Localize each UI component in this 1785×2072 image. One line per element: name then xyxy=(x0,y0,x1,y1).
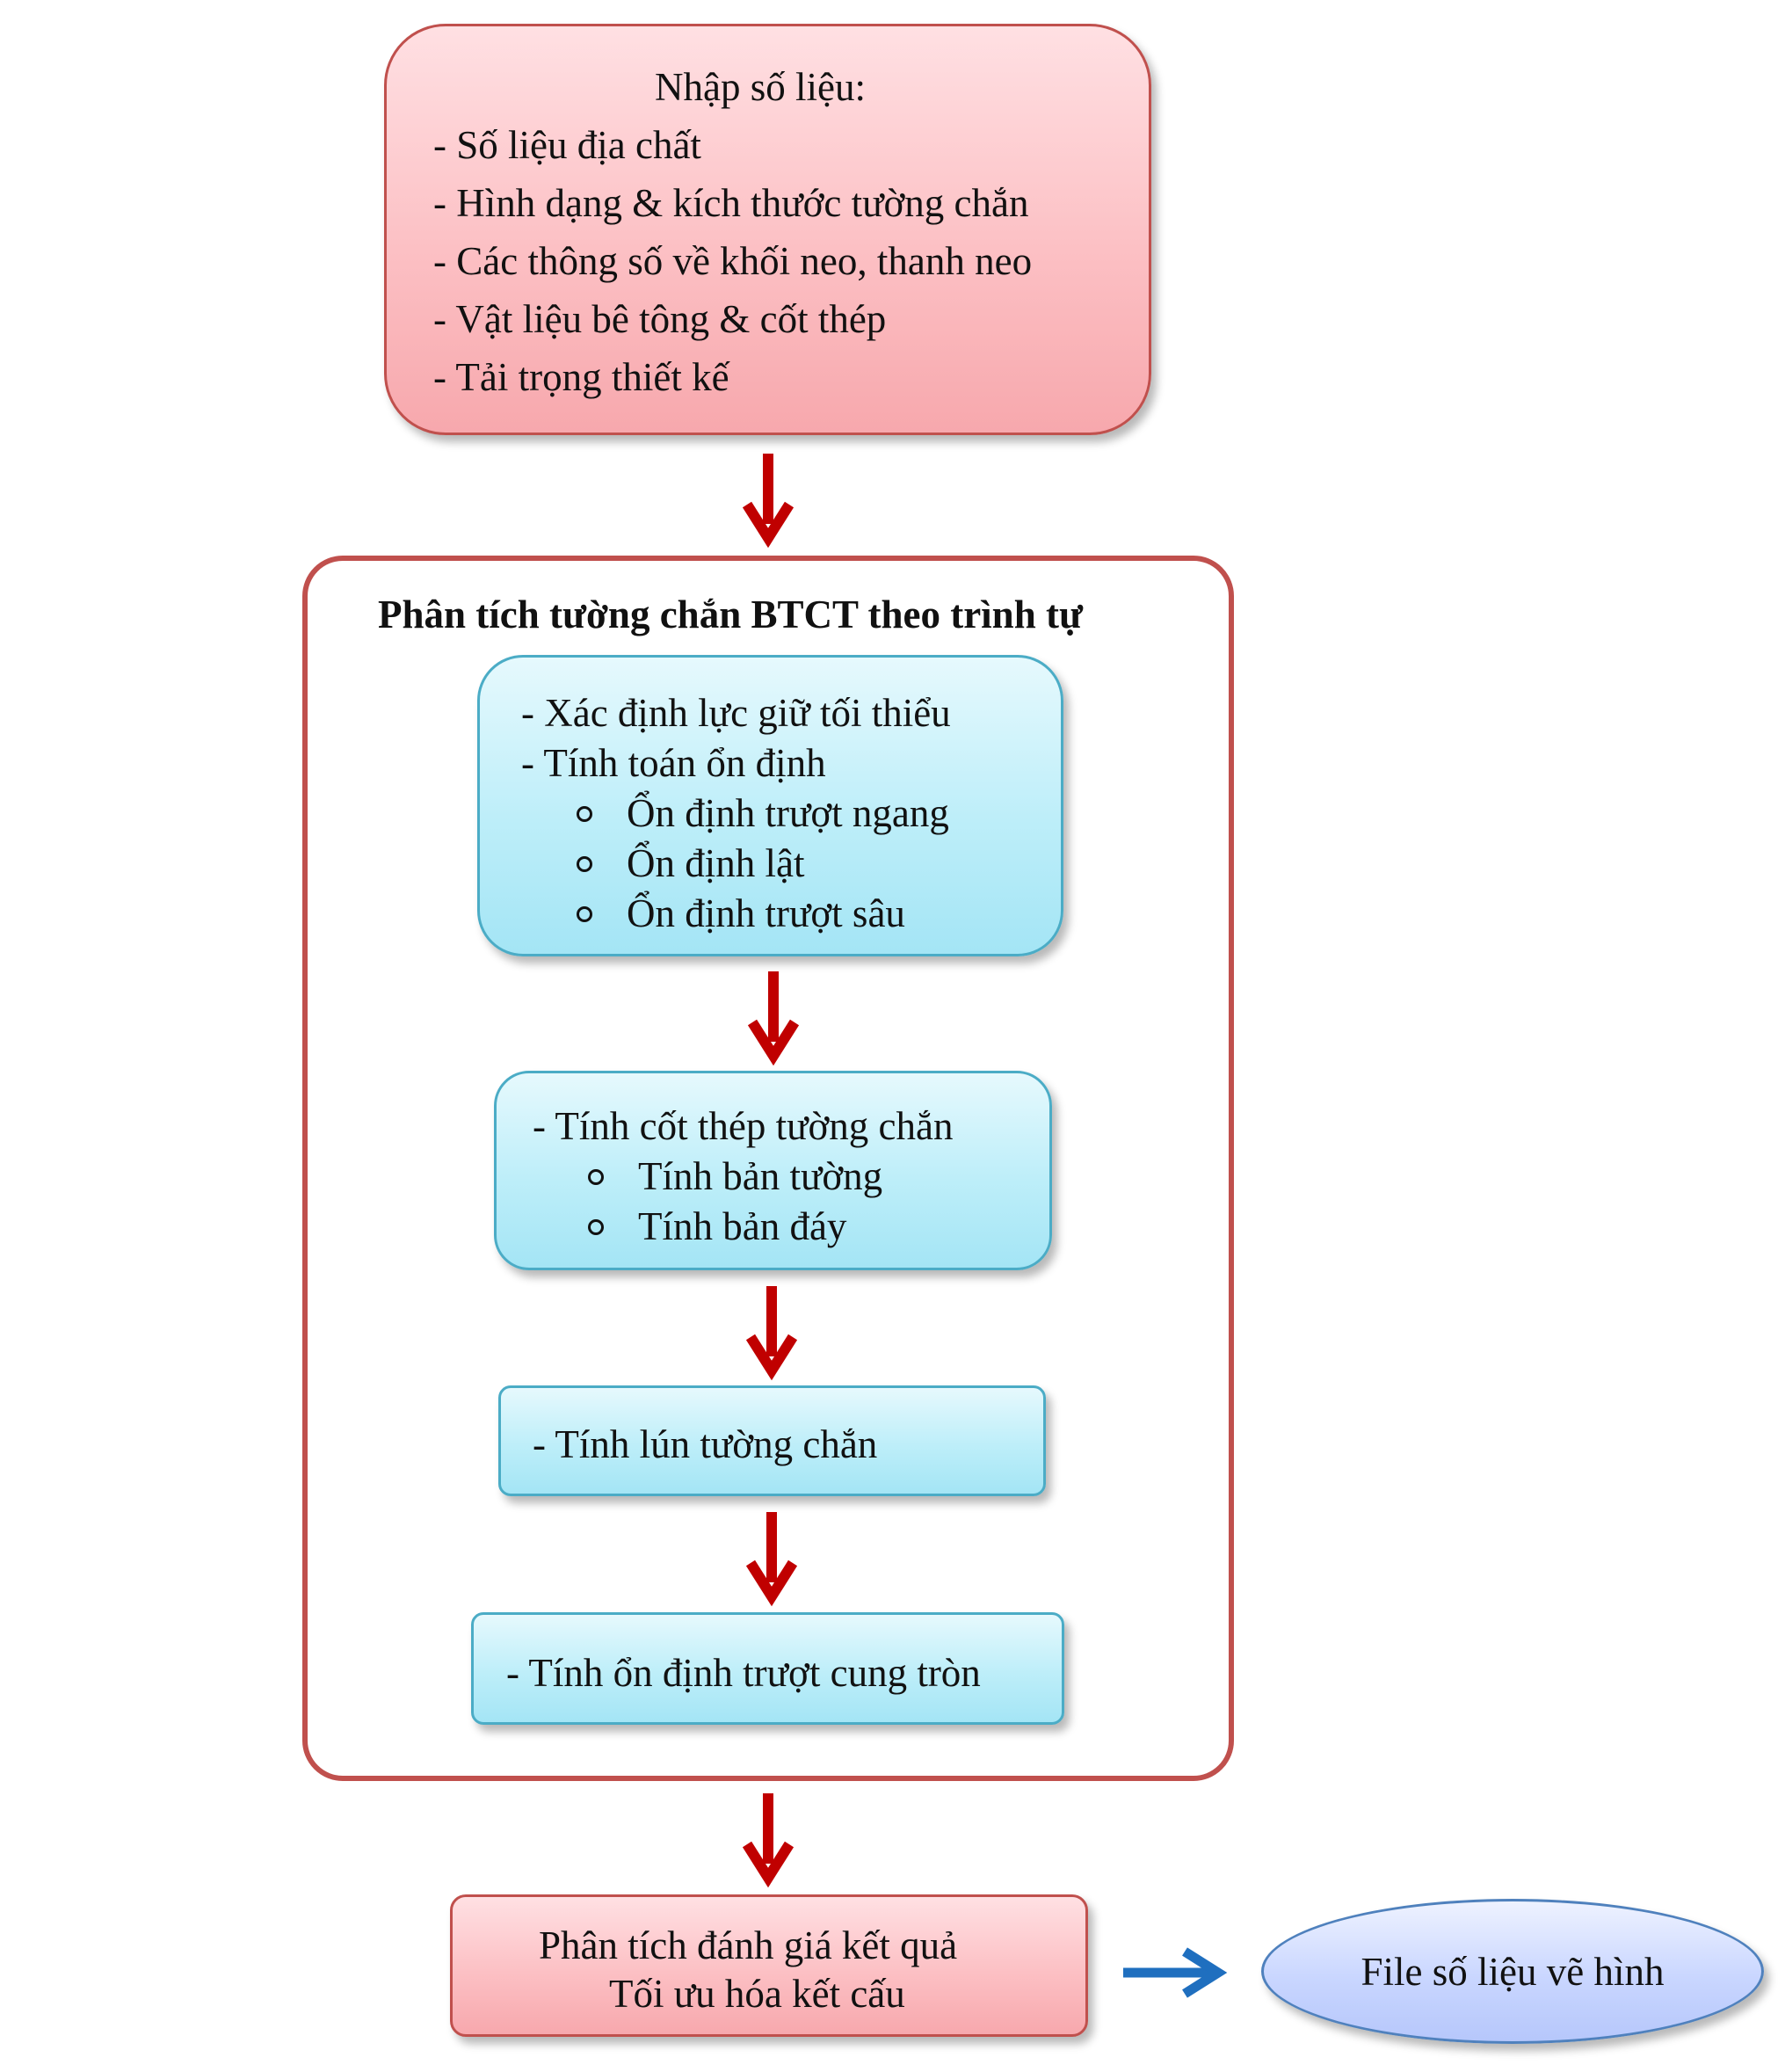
stability-step-box: - Xác định lực giữ tối thiểu - Tính toán… xyxy=(477,655,1063,956)
analysis-frame-title: Phân tích tường chắn BTCT theo trình tự xyxy=(378,593,1083,636)
input-item-materials: - Vật liệu bê tông & cốt thép xyxy=(433,297,887,341)
down-arrow-2 xyxy=(747,971,800,1066)
step1-line-min-holding-force: - Xác định lực giữ tối thiểu xyxy=(521,691,951,735)
circular-sliding-step-box: - Tính ổn định trượt cung tròn xyxy=(471,1612,1064,1725)
step2-sub-wall-slab: Tính bản tường xyxy=(638,1154,883,1198)
input-item-shape-size: - Hình dạng & kích thước tường chắn xyxy=(433,181,1029,225)
input-item-anchor-params: - Các thông số về khối neo, thanh neo xyxy=(433,239,1033,283)
bullet-circle-icon xyxy=(577,856,592,872)
settlement-step-box: - Tính lún tường chắn xyxy=(498,1385,1046,1496)
input-data-title: Nhập số liệu: xyxy=(655,65,866,109)
bullet-circle-icon xyxy=(577,906,592,922)
step1-sub-deep-sliding: Ổn định trượt sâu xyxy=(627,891,905,935)
input-data-box: Nhập số liệu: - Số liệu địa chất - Hình … xyxy=(384,24,1151,435)
step1-line-stability-calc: - Tính toán ổn định xyxy=(521,741,826,785)
down-arrow-4 xyxy=(745,1512,798,1607)
output-file-label: File số liệu vẽ hình xyxy=(1361,1949,1665,1994)
bullet-circle-icon xyxy=(588,1169,604,1185)
right-arrow xyxy=(1123,1947,1228,1998)
bullet-circle-icon xyxy=(577,806,592,822)
step2-line-wall-reinforcement: - Tính cốt thép tường chắn xyxy=(533,1104,954,1148)
result-evaluation-box: Phân tích đánh giá kết quả Tối ưu hóa kế… xyxy=(450,1894,1088,2037)
output-file-ellipse: File số liệu vẽ hình xyxy=(1261,1899,1764,2044)
reinforcement-step-box: - Tính cốt thép tường chắn Tính bản tườn… xyxy=(494,1071,1052,1270)
result-line-evaluation: Phân tích đánh giá kết quả xyxy=(539,1923,958,1967)
down-arrow-1 xyxy=(742,454,795,549)
bullet-circle-icon xyxy=(588,1219,604,1235)
step1-sub-overturning: Ổn định lật xyxy=(627,841,805,885)
down-arrow-5 xyxy=(742,1793,795,1888)
result-line-optimization: Tối ưu hóa kết cấu xyxy=(609,1972,905,2016)
step3-line-settlement: - Tính lún tường chắn xyxy=(533,1422,878,1466)
step4-line-circular-sliding: - Tính ổn định trượt cung tròn xyxy=(506,1651,981,1695)
input-item-geology: - Số liệu địa chất xyxy=(433,123,701,167)
step2-sub-base-slab: Tính bản đáy xyxy=(638,1204,847,1248)
input-item-design-load: - Tải trọng thiết kế xyxy=(433,355,729,399)
down-arrow-3 xyxy=(745,1286,798,1381)
step1-sub-horizontal-sliding: Ổn định trượt ngang xyxy=(627,791,949,835)
